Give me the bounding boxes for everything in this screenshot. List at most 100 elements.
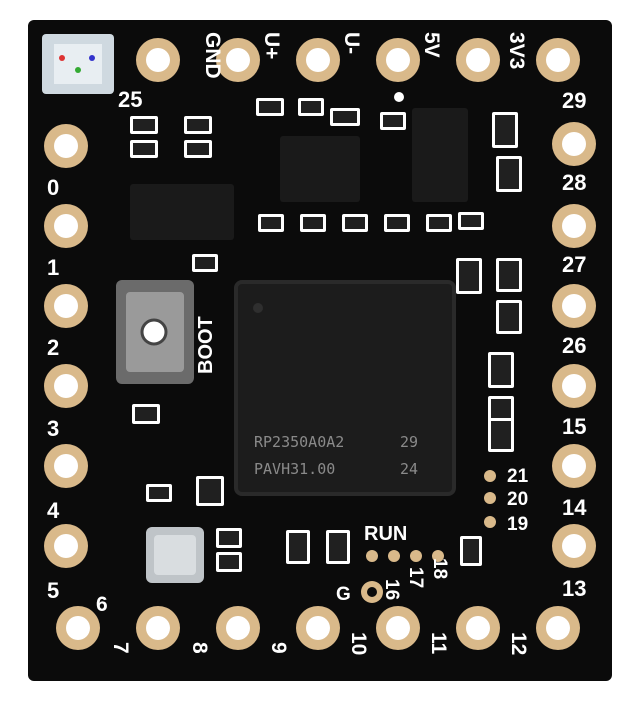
chip-line1: RP2350A0A2 [254,433,344,451]
test-pad-1 [484,492,496,504]
castellated-pad-right-4-hole [562,454,586,478]
smd-part-16-body [459,261,479,291]
chip-line1-right: 29 [400,433,418,451]
smd-part-1-body [133,143,155,155]
right-pad-labels: 21 20 19 [507,466,529,535]
components [42,34,468,583]
castellated-pad-top-0-hole [146,48,170,72]
label-g: G [336,584,351,605]
castellated-pad-bottom-0-hole [66,616,90,640]
smd-part-19-body [491,355,511,385]
castellated-pad-left-1-hole [54,214,78,238]
top-labels: GND U+ U- 5V 3V3 [201,32,528,79]
rp2350-chip [234,280,456,496]
smd-part-0-body [133,119,155,131]
smd-part-27-body [219,555,239,569]
smd-part-30-body [463,539,479,563]
label-10: 10 [347,632,370,655]
left-labels: 0 1 2 3 4 5 [47,175,60,603]
castellated-pad-top-3-hole [386,48,410,72]
label-13: 13 [562,576,586,601]
castellated-pad-right-5-hole [562,534,586,558]
smd-part-6-body [333,111,357,123]
label-29: 29 [562,88,586,113]
label-6: 6 [96,593,108,616]
label-run: RUN [364,523,407,545]
castellated-pad-right-2-hole [562,294,586,318]
castellated-pad-bottom-1-hole [146,616,170,640]
label-5v: 5V [420,32,443,58]
smd-part-9-body [499,159,519,189]
label-21: 21 [507,466,529,487]
regulator-chip [280,136,360,202]
label-28: 28 [562,170,586,195]
castellated-pad-top-2-hole [306,48,330,72]
label-19: 19 [507,514,528,535]
bottom-pad-labels: G 16 17 18 [336,558,450,605]
castellated-pad-bottom-5-hole [466,616,490,640]
label-2: 2 [47,335,59,360]
label-17: 17 [405,567,426,588]
label-7: 7 [109,642,132,654]
castellated-pad-top-1-hole [226,48,250,72]
label-27: 27 [562,252,586,277]
castellated-pad-bottom-6-hole [546,616,570,640]
label-0: 0 [47,175,59,200]
pin1-dot [394,92,404,102]
smd-part-18-body [499,303,519,331]
smd-part-8-body [495,115,515,145]
smd-part-17-body [499,261,519,289]
smd-part-28-body [289,533,307,561]
castellated-pad-top-5-hole [546,48,570,72]
castellated-pad-left-3-hole [54,374,78,398]
label-18: 18 [429,558,450,579]
label-25: 25 [118,87,142,112]
castellated-pad-left-0-hole [54,134,78,158]
castellated-pad-bottom-3-hole [306,616,330,640]
regulator-chip-2 [412,108,468,202]
label-20: 20 [507,489,528,510]
label-4: 4 [47,498,60,523]
castellated-pad-top-4-hole [466,48,490,72]
smd-part-5-body [301,101,321,113]
chip-marking: RP2350A0A2 29 PAVH31.00 24 [254,433,418,478]
smd-part-10-body [261,217,281,229]
smd-part-7-body [383,115,403,127]
smd-components [130,98,522,572]
test-pad-5 [410,550,422,562]
test-pad-4 [388,550,400,562]
smd-part-25-body [199,479,221,503]
label-26: 26 [562,333,586,358]
smd-part-21-body [491,421,511,449]
label-12: 12 [507,632,530,655]
castellated-pad-right-3-hole [562,374,586,398]
label-3v3: 3V3 [505,32,528,69]
chip-line2-right: 24 [400,460,418,478]
label-u-plus: U+ [260,32,283,59]
smd-part-15-body [461,215,481,227]
smd-part-12-body [345,217,365,229]
smd-part-24-body [149,487,169,499]
chip-line2: PAVH31.00 [254,460,335,478]
bottom-labels: 6 7 8 9 10 11 12 [96,593,530,655]
label-9: 9 [267,642,290,654]
test-pad-2 [484,516,496,528]
label-11: 11 [427,632,450,655]
smd-part-22-body [195,257,215,269]
smd-part-3-body [187,143,209,155]
right-labels: 29 28 27 26 15 14 13 [562,88,587,601]
smd-part-11-body [303,217,323,229]
smd-part-4-body [259,101,281,113]
castellated-pad-left-5-hole [54,534,78,558]
test-pads [361,92,496,603]
label-boot: BOOT [195,316,217,374]
castellated-pad-left-2-hole [54,294,78,318]
smd-part-13-body [387,217,407,229]
smd-part-23-body [135,407,157,421]
label-15: 15 [562,414,586,439]
flash-chip [130,184,234,240]
test-pad-0 [484,470,496,482]
smd-part-29-body [329,533,347,561]
label-3: 3 [47,416,59,441]
